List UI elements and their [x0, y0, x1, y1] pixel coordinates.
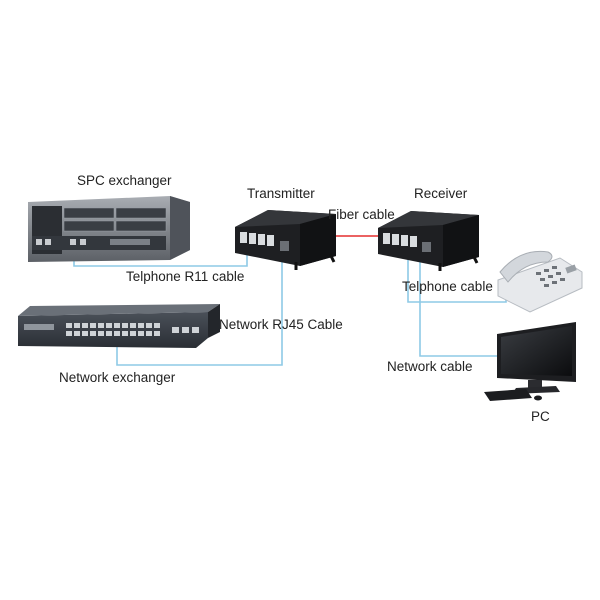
network-switch-icon [18, 312, 208, 348]
telephone-r11-cable-label: Telphone R11 cable [126, 269, 245, 284]
network-rj45-cable [116, 262, 283, 366]
spc-exchanger-label: SPC exchanger [77, 173, 172, 188]
mouse-icon [534, 395, 542, 401]
keyboard-icon [484, 389, 532, 401]
fiber-cable-label: Fiber cable [328, 207, 395, 222]
telephone-cable-label: Telphone cable [402, 279, 493, 294]
network-rj45-cable-label: Network RJ45 Cable [219, 317, 343, 332]
network-cable-right [419, 258, 497, 357]
transmitter-label: Transmitter [247, 186, 315, 201]
network-cable-label: Network cable [387, 359, 473, 374]
transmitter-device [235, 210, 336, 270]
network-exchanger-device [18, 304, 220, 348]
receiver-label: Receiver [414, 186, 468, 201]
receiver-device [378, 211, 479, 271]
pc-label: PC [531, 409, 550, 424]
telephone-device [497, 250, 583, 313]
pc-device [484, 322, 576, 401]
spc-exchanger-device [28, 196, 190, 262]
network-exchanger-label: Network exchanger [59, 370, 176, 385]
desk-phone-icon [497, 257, 583, 313]
